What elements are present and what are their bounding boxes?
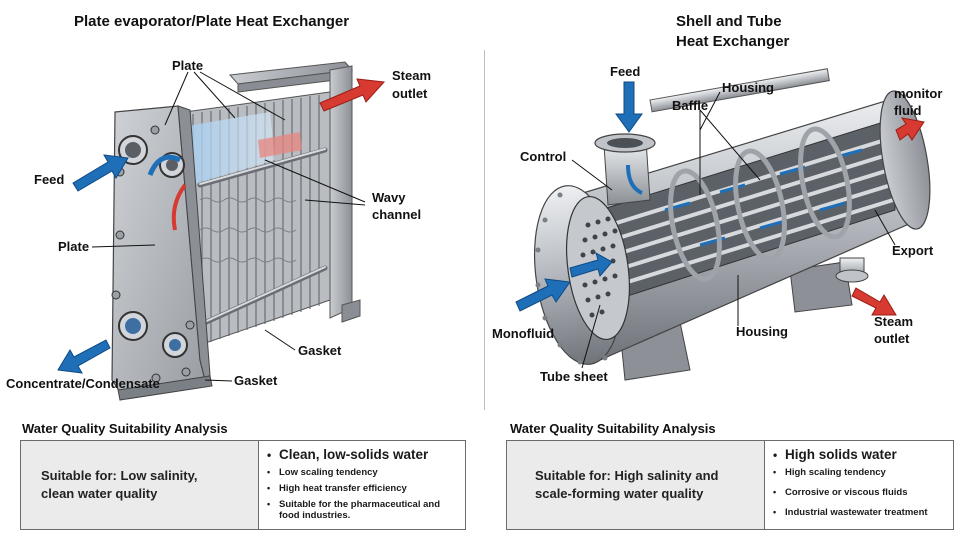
list-item: •Low scaling tendency: [267, 467, 378, 478]
analysis-right-suitable-line1: Suitable for: High salinity and: [535, 468, 719, 483]
bullet-icon: •: [773, 507, 777, 517]
analysis-left-heading-text: Clean, low-solids water: [279, 447, 429, 462]
label-tube-sheet: Tube sheet: [540, 369, 608, 384]
plate-feed-arrow: [72, 154, 129, 192]
analysis-right-details: • High solids water •High scaling tenden…: [765, 441, 951, 529]
analysis-left-suitable-line2: clean water quality: [41, 486, 158, 501]
label-shell-steam-1: Steam: [874, 314, 914, 329]
label-control: Control: [520, 149, 567, 164]
shell-and-tube-exchanger: [533, 68, 931, 381]
analysis-left-heading: • Clean, low-solids water: [267, 447, 463, 462]
label-monofluid: Monofluid: [492, 326, 555, 341]
plate-heat-exchanger: [111, 61, 361, 401]
shell-feed-arrow: [615, 81, 643, 133]
label-concentrate: Concentrate/Condensate: [6, 376, 160, 391]
bullet-icon: •: [267, 499, 271, 509]
analysis-left-title: Water Quality Suitability Analysis: [22, 421, 228, 436]
shell-title-line1: Shell and Tube: [676, 13, 782, 30]
label-monitor-2: fluid: [894, 103, 922, 118]
analysis-left-table: Suitable for: Low salinity, clean water …: [20, 440, 466, 530]
plate-title: Plate evaporator/Plate Heat Exchanger: [74, 13, 350, 30]
label-plate-side: Plate: [58, 239, 90, 254]
bullet-icon: •: [267, 467, 271, 477]
label-feed: Feed: [34, 172, 65, 187]
label-shell-steam-2: outlet: [874, 331, 910, 346]
list-item: •High scaling tendency: [773, 467, 886, 478]
shell-steam-arrow: [851, 287, 897, 316]
analysis-right-suitable-line2: scale-forming water quality: [535, 486, 704, 501]
label-wavy-1: Wavy: [372, 190, 406, 205]
shell-monitor-arrow: [895, 117, 925, 141]
analysis-left-details: • Clean, low-solids water •Low scaling t…: [259, 441, 463, 529]
label-steam-outlet-1: Steam: [392, 68, 432, 83]
label-gasket-1: Gasket: [298, 343, 342, 358]
shell-title-line2: Heat Exchanger: [676, 33, 790, 50]
label-gasket-2: Gasket: [234, 373, 278, 388]
label-plate-top: Plate: [172, 58, 204, 73]
bullet-icon: •: [267, 447, 272, 462]
list-item: •Suitable for the pharmaceutical and foo…: [267, 499, 441, 521]
analysis-right-table: Suitable for: High salinity and scale-fo…: [506, 440, 954, 530]
label-monitor-1: monitor: [894, 86, 943, 101]
plate-concentrate-arrow: [57, 339, 111, 374]
list-item: •High heat transfer efficiency: [267, 483, 407, 494]
plate-leader-lines: [91, 71, 366, 382]
analysis-right-heading: • High solids water: [773, 447, 951, 462]
analysis-right-heading-text: High solids water: [785, 447, 897, 462]
label-wavy-2: channel: [372, 207, 422, 222]
list-item: •Corrosive or viscous fluids: [773, 487, 908, 498]
analysis-right-suitable: Suitable for: High salinity and scale-fo…: [507, 441, 765, 529]
label-baffle: Baffle: [672, 98, 709, 113]
label-export: Export: [892, 243, 934, 258]
shell-monofluid-arrow: [515, 278, 571, 312]
bullet-icon: •: [773, 467, 777, 477]
analysis-right-title: Water Quality Suitability Analysis: [510, 421, 716, 436]
list-item: •Industrial wastewater treatment: [773, 507, 928, 518]
bullet-icon: •: [267, 483, 271, 493]
label-steam-outlet-2: outlet: [392, 86, 428, 101]
plate-steam-arrow: [319, 78, 386, 112]
analysis-left-suitable-line1: Suitable for: Low salinity,: [41, 468, 198, 483]
shell-leader-lines: [571, 91, 896, 369]
panel-divider: [484, 50, 485, 410]
bullet-icon: •: [773, 487, 777, 497]
label-housing-bottom: Housing: [736, 324, 788, 339]
label-housing-top: Housing: [722, 80, 774, 95]
tube-sheet-holes: [580, 216, 618, 318]
bullet-icon: •: [773, 447, 778, 462]
label-shell-feed: Feed: [610, 64, 641, 79]
analysis-left-suitable: Suitable for: Low salinity, clean water …: [21, 441, 259, 529]
